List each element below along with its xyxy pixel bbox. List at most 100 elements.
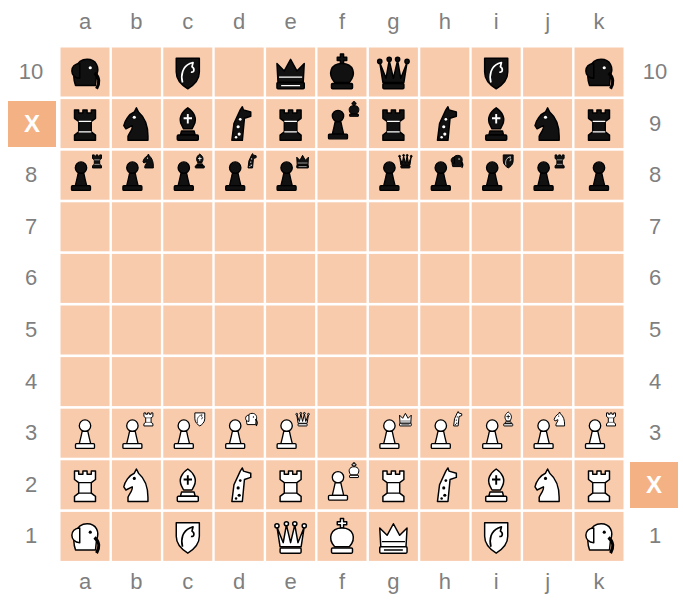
board-square bbox=[266, 254, 315, 303]
file-label: b bbox=[116, 9, 156, 35]
board-square bbox=[523, 151, 572, 200]
board-square bbox=[163, 409, 212, 458]
rank-label: 3 bbox=[635, 420, 675, 446]
board-square bbox=[163, 512, 212, 561]
board-square bbox=[472, 254, 521, 303]
board-square bbox=[318, 306, 367, 355]
board-square bbox=[420, 460, 469, 509]
board-square bbox=[420, 48, 469, 97]
file-label: b bbox=[116, 569, 156, 595]
board-square bbox=[163, 202, 212, 251]
board-square bbox=[61, 512, 110, 561]
board-square bbox=[472, 306, 521, 355]
board-square bbox=[575, 202, 624, 251]
board-square bbox=[369, 151, 418, 200]
file-label: f bbox=[322, 9, 362, 35]
file-label: g bbox=[373, 569, 413, 595]
board-square bbox=[318, 512, 367, 561]
promotion-badge-king-piece bbox=[349, 463, 359, 478]
king-piece bbox=[331, 519, 354, 554]
bishop-piece bbox=[486, 469, 507, 502]
promotion-badge-elephant-piece bbox=[246, 413, 257, 426]
bishop-piece bbox=[177, 469, 198, 502]
rank-label: 10 bbox=[635, 59, 675, 85]
rook-piece bbox=[589, 110, 610, 140]
file-label: h bbox=[425, 9, 465, 35]
giraffe-piece bbox=[437, 107, 456, 141]
file-label: g bbox=[373, 9, 413, 35]
pawn-piece bbox=[277, 420, 296, 449]
board-square bbox=[575, 99, 624, 148]
board-square bbox=[112, 99, 161, 148]
rook-piece bbox=[75, 110, 96, 140]
promotion-badge-rook-piece bbox=[144, 413, 153, 426]
pawn-piece bbox=[534, 162, 553, 191]
board-square bbox=[420, 254, 469, 303]
shield-piece-piece bbox=[485, 523, 508, 553]
pawn-piece bbox=[226, 420, 245, 449]
board-square bbox=[472, 202, 521, 251]
promotion-badge-crown-piece-piece bbox=[400, 413, 412, 426]
highlighted-rank-box: X bbox=[630, 462, 678, 508]
board-square bbox=[163, 151, 212, 200]
board-square bbox=[215, 202, 264, 251]
board-square bbox=[163, 460, 212, 509]
crown-piece-piece bbox=[380, 524, 407, 553]
board-square bbox=[318, 254, 367, 303]
board-square bbox=[575, 306, 624, 355]
board-square bbox=[112, 151, 161, 200]
board-square bbox=[369, 48, 418, 97]
promotion-badge-bishop-piece bbox=[195, 154, 204, 168]
elephant-piece bbox=[72, 524, 99, 553]
file-label: h bbox=[425, 569, 465, 595]
promotion-badge-king-piece bbox=[349, 102, 359, 117]
board-square bbox=[472, 512, 521, 561]
pawn-piece bbox=[329, 472, 348, 501]
board-square bbox=[215, 48, 264, 97]
board-square bbox=[318, 409, 367, 458]
bishop-piece bbox=[177, 108, 198, 141]
pawn-piece bbox=[76, 420, 95, 449]
board-square bbox=[420, 99, 469, 148]
rook-piece bbox=[280, 471, 301, 501]
board-square bbox=[420, 151, 469, 200]
rank-label: 8 bbox=[635, 162, 675, 188]
board-square bbox=[61, 460, 110, 509]
pawn-piece bbox=[380, 420, 399, 449]
rank-label: 4 bbox=[635, 369, 675, 395]
pawn-piece bbox=[174, 162, 193, 191]
board-square bbox=[266, 460, 315, 509]
board-square bbox=[266, 357, 315, 406]
board-square bbox=[420, 409, 469, 458]
board-square bbox=[112, 409, 161, 458]
board-square bbox=[61, 151, 110, 200]
board-square bbox=[215, 460, 264, 509]
board-square bbox=[112, 460, 161, 509]
rook-piece bbox=[589, 471, 610, 501]
knight-piece bbox=[124, 108, 148, 141]
board-square bbox=[472, 151, 521, 200]
rook-piece bbox=[75, 471, 96, 501]
promotion-badge-bishop-piece bbox=[504, 412, 513, 426]
board-square bbox=[575, 151, 624, 200]
rank-label: 5 bbox=[635, 317, 675, 343]
board-square bbox=[523, 202, 572, 251]
promotion-badge-crown-piece-piece bbox=[297, 155, 309, 168]
giraffe-piece bbox=[437, 468, 456, 502]
board-square bbox=[369, 306, 418, 355]
pawn-piece bbox=[483, 420, 502, 449]
knight-piece bbox=[535, 469, 559, 502]
pawn-piece bbox=[277, 162, 296, 191]
file-label: d bbox=[219, 9, 259, 35]
board-square bbox=[523, 99, 572, 148]
pawn-piece bbox=[586, 420, 605, 449]
board-square bbox=[215, 357, 264, 406]
rank-label: 3 bbox=[11, 420, 51, 446]
rank-label: X bbox=[24, 110, 40, 138]
board-square bbox=[215, 99, 264, 148]
board-square bbox=[318, 202, 367, 251]
bishop-piece bbox=[486, 108, 507, 141]
file-label: e bbox=[271, 9, 311, 35]
highlighted-rank-box: X bbox=[8, 101, 56, 147]
board-square bbox=[369, 357, 418, 406]
